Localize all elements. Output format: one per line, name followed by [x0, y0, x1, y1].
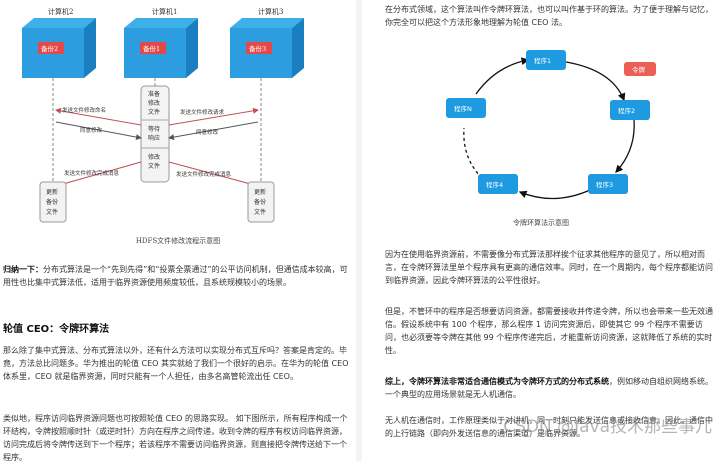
- conclusion-rest: ，例如移动自组织网络系统。一个典型的应用场景就是无人机通信。: [385, 377, 713, 399]
- paragraph-drone: 无人机在通信时，工作原理类似于对讲机，同一时刻只能发送信息或接收信息。因此，通信…: [385, 416, 713, 438]
- ring-node-4-label: 程序4: [486, 180, 503, 189]
- summary-lead: 归纳一下：: [3, 265, 43, 274]
- hdfs-figure: 计算机2 计算机1 计算机3 备份2 备份1: [0, 0, 356, 248]
- bl-line-1: 更新: [46, 188, 58, 196]
- summary-paragraph: 归纳一下：分布式算法是一个“先到先得”和“投票全票通过”的公平访问机制，但通信成…: [3, 263, 351, 289]
- ring-node-n: 程序N: [446, 98, 486, 118]
- center-line-2: 修改: [148, 99, 160, 107]
- ring-node-n-label: 程序N: [454, 104, 472, 113]
- bottom-right-box: 更新 备份 文件: [247, 181, 275, 223]
- center-line-5: 响应: [148, 134, 160, 142]
- right-msg-2: 同意修改: [196, 128, 219, 136]
- ring-node-3: 程序3: [588, 174, 628, 194]
- left-msg-3: 发送文件修改完成消息: [64, 169, 120, 177]
- center-line-3: 文件: [148, 108, 160, 116]
- left-msg-1: 发送文件修改命名: [62, 106, 106, 114]
- center-line-7: 文件: [148, 162, 160, 170]
- backup1-label: 备份1: [143, 44, 160, 53]
- center-process-box: 准备 修改 文件 等待 响应 修改 文件: [140, 85, 170, 183]
- ring-node-4: 程序4: [478, 174, 518, 194]
- pc1-label: 计算机1: [152, 7, 177, 16]
- br-line-1: 更新: [254, 188, 266, 196]
- cube-pc3: 备份3: [230, 18, 304, 78]
- token-ring-figure: 程序1 程序2 程序3 程序4 程序N 令牌: [424, 40, 674, 225]
- center-line-6: 修改: [148, 153, 160, 161]
- backup3-label: 备份3: [249, 44, 266, 53]
- br-line-3: 文件: [254, 208, 266, 216]
- pc3-label: 计算机3: [258, 7, 283, 16]
- center-line-4: 等待: [148, 125, 160, 133]
- bl-line-2: 备份: [46, 198, 58, 206]
- bl-line-3: 文件: [46, 208, 58, 216]
- paragraph-drawback: 但是，不管环中的程序是否想要访问资源，都需要接收并传递令牌，所以也会带来一些无效…: [385, 307, 713, 355]
- ring-node-1: 程序1: [526, 50, 566, 70]
- cube-pc1: 备份1: [124, 18, 198, 78]
- paragraph-conclusion: 综上，令牌环算法非常适合通信模式为令牌环方式的分布式系统，例如移动自组织网络系统…: [385, 375, 715, 401]
- left-page: 计算机2 计算机1 计算机3 备份2 备份1: [0, 0, 356, 461]
- bottom-left-box: 更新 备份 文件: [39, 181, 67, 223]
- ring-node-3-label: 程序3: [596, 180, 613, 189]
- conclusion-bold: 综上，令牌环算法非常适合通信模式为令牌环方式的分布式系统: [385, 377, 609, 386]
- ring-node-1-label: 程序1: [534, 56, 551, 65]
- right-page: 在分布式领域，这个算法叫作令牌环算法，也可以叫作基于环的算法。为了便于理解与记忆…: [362, 0, 720, 461]
- ring-node-2: 程序2: [610, 100, 650, 120]
- paragraph-rotating-ceo: 那么除了集中式算法、分布式算法以外，还有什么方法可以实现分布式互斥吗？答案是肯定…: [3, 346, 349, 381]
- left-msg-2: 同意修改: [80, 126, 103, 134]
- right-msg-1: 发送文件修改请求: [180, 108, 225, 116]
- token-ring-caption: 令牌环算法示意图: [513, 219, 569, 227]
- center-line-1: 准备: [148, 90, 160, 98]
- br-line-2: 备份: [254, 198, 266, 206]
- hdfs-figure-caption: HDFS文件修改流程示意图: [135, 237, 221, 245]
- right-msg-3: 发送文件修改完成消息: [176, 170, 232, 178]
- summary-text: 分布式算法是一个“先到先得”和“投票全票通过”的公平访问机制，但通信成本较高，可…: [3, 265, 348, 287]
- backup2-label: 备份2: [41, 44, 58, 53]
- paragraph-efficiency: 因为在使用临界资源前，不需要像分布式算法那样挨个征求其他程序的意见了，所以相对而…: [385, 250, 713, 285]
- csdn-watermark: CSDN @Java技术那些事儿: [503, 417, 712, 437]
- token-badge: 令牌: [624, 62, 656, 76]
- pc2-label: 计算机2: [48, 7, 73, 16]
- section-heading: 轮值 CEO：令牌环算法: [3, 324, 110, 335]
- paragraph-token-ring-name: 在分布式领域，这个算法叫作令牌环算法，也可以叫作基于环的算法。为了便于理解与记忆…: [385, 5, 713, 27]
- cube-pc2: 备份2: [22, 18, 96, 78]
- token-label: 令牌: [632, 65, 646, 74]
- ring-node-2-label: 程序2: [618, 106, 635, 115]
- paragraph-token-ring-intro: 类似地，程序访问临界资源问题也可按照轮值 CEO 的思路实现。 如下图所示，所有…: [3, 414, 348, 461]
